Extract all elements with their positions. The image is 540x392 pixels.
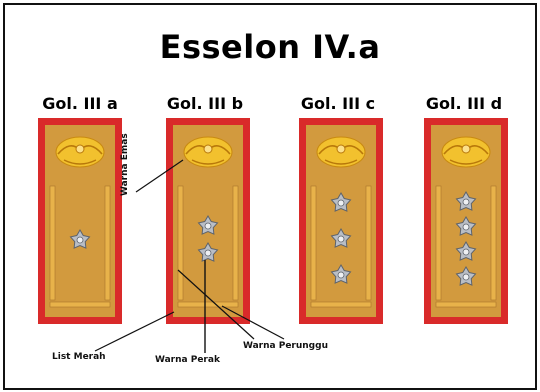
star-center	[337, 235, 345, 243]
bronze-stripe-right	[490, 185, 497, 301]
label-gol-iii-c: Gol. III c	[300, 94, 376, 113]
label-gol-iii-d: Gol. III d	[425, 94, 503, 113]
gold-emblem-icon	[316, 136, 366, 168]
leader-line-list-merah	[94, 311, 175, 352]
bronze-stripe-right	[365, 185, 372, 301]
star-center	[462, 223, 470, 231]
shoulder-board-4	[424, 118, 508, 324]
shoulder-board-3	[299, 118, 383, 324]
gold-emblem-icon	[55, 136, 105, 168]
label-gol-iii-a: Gol. III a	[42, 94, 118, 113]
page-title: Esselon IV.a	[159, 28, 381, 66]
bronze-stripe-bottom	[49, 301, 111, 308]
star-center	[76, 236, 84, 244]
bronze-stripe-bottom	[310, 301, 372, 308]
bronze-stripe-left	[435, 185, 442, 301]
label-list-merah: List Merah	[52, 352, 106, 362]
shoulder-board-1	[38, 118, 122, 324]
gold-emblem-icon	[183, 136, 233, 168]
leader-line-warna-emas	[135, 159, 184, 193]
star-center	[462, 273, 470, 281]
bronze-stripe-left	[177, 185, 184, 301]
bronze-stripe-right	[232, 185, 239, 301]
leader-line-warna-perunggu	[177, 269, 255, 340]
bronze-stripe-bottom	[435, 301, 497, 308]
bronze-stripe-left	[49, 185, 56, 301]
bronze-stripe-right	[104, 185, 111, 301]
leader-line-warna-perunggu-2	[221, 305, 285, 340]
label-warna-perak: Warna Perak	[155, 355, 220, 365]
star-center	[462, 248, 470, 256]
star-center	[204, 222, 212, 230]
star-center	[204, 249, 212, 257]
star-center	[462, 198, 470, 206]
star-center	[337, 271, 345, 279]
bronze-stripe-left	[310, 185, 317, 301]
label-warna-perunggu: Warna Perunggu	[243, 341, 328, 351]
bronze-stripe-bottom	[177, 301, 239, 308]
gold-emblem-icon	[441, 136, 491, 168]
shoulder-board-2	[166, 118, 250, 324]
label-gol-iii-b: Gol. III b	[166, 94, 244, 113]
star-center	[337, 199, 345, 207]
